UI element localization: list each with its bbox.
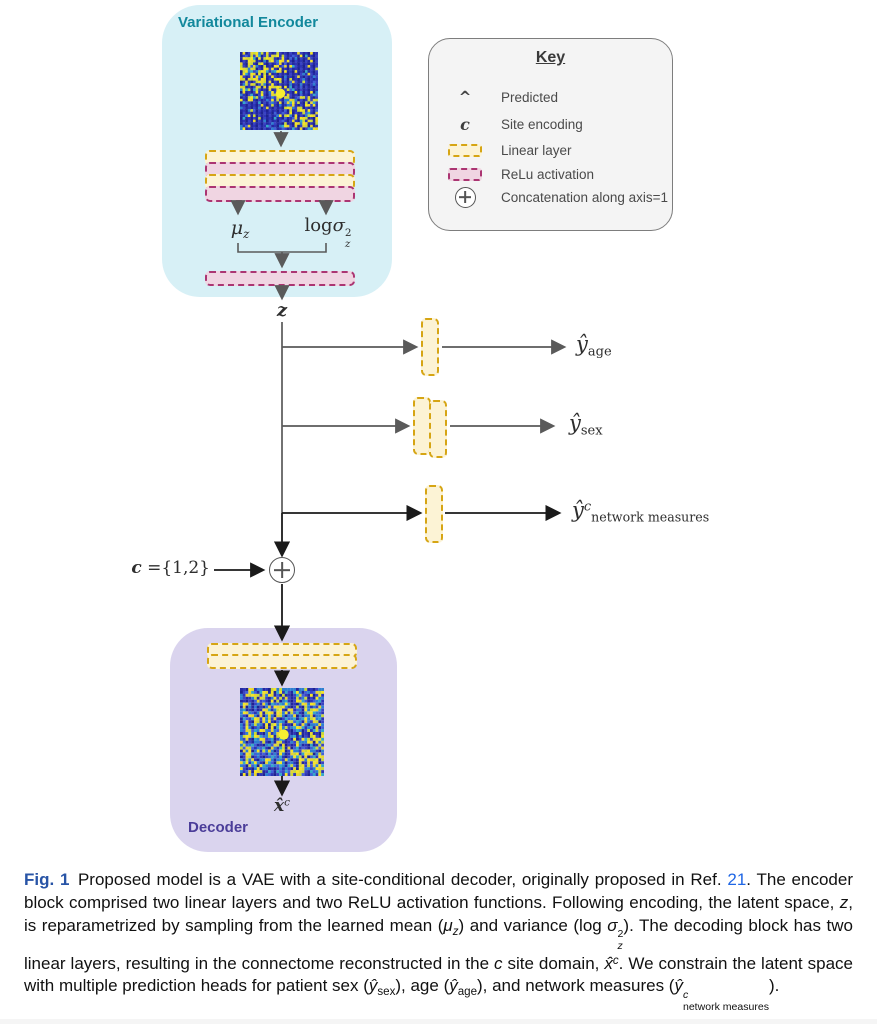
y-sex-label: ŷsex: [569, 411, 603, 439]
key-entry-label: Predicted: [501, 89, 559, 105]
age-head-linear-layer: [421, 318, 439, 376]
sex-head-linear-layer-2: [429, 400, 447, 458]
mu-label: μz: [230, 217, 250, 242]
key-entry-linear-layer: Linear layer: [429, 138, 672, 162]
decoder-linear-layer-2: [207, 654, 357, 669]
key-title: Key: [535, 49, 566, 66]
latent-z-label: z: [276, 300, 288, 321]
key-entry-site-encoding: c Site encoding: [429, 112, 672, 136]
key-entry-label: Concatenation along axis=1: [501, 189, 668, 205]
key-entry-label: ReLu activation: [501, 166, 595, 182]
y-age-label: ŷage: [576, 332, 612, 360]
caret-symbol: ^: [458, 88, 472, 106]
site-encoding-input-label: c ={1,2}: [131, 558, 210, 578]
relu-activation-swatch: [448, 167, 482, 181]
y-network-measures-label: ŷcnetwork measures: [572, 498, 710, 525]
figure-caption: Fig. 1 Proposed model is a VAE with a si…: [24, 870, 854, 1013]
reparam-relu-layer: [205, 271, 355, 286]
key-entry-concatenation: Concatenation along axis=1: [429, 185, 672, 209]
encoder-relu-layer-2: [205, 186, 355, 202]
key-entry-label: Site encoding: [501, 116, 583, 132]
key-entry-label: Linear layer: [501, 142, 572, 158]
key-entry-relu: ReLu activation: [429, 162, 672, 186]
concatenation-icon: [269, 557, 295, 583]
circle-plus-icon: [454, 186, 476, 208]
c-symbol: c: [460, 114, 470, 134]
encoder-title: Variational Encoder: [178, 14, 319, 31]
input-connectome-matrix: [240, 52, 318, 130]
network-head-linear-layer: [425, 485, 443, 543]
ref-21-link[interactable]: 21: [727, 870, 747, 889]
decoder-title: Decoder: [188, 819, 249, 836]
x-hat-output-label: x̂c: [273, 796, 291, 816]
page-edge-strip: [0, 1019, 877, 1024]
reconstructed-connectome-matrix: [240, 688, 324, 776]
linear-layer-swatch: [448, 143, 482, 157]
key-entry-predicted: ^ Predicted: [429, 85, 672, 109]
key-legend-box: Key ^ Predicted c Site encoding Linear l…: [428, 38, 673, 231]
